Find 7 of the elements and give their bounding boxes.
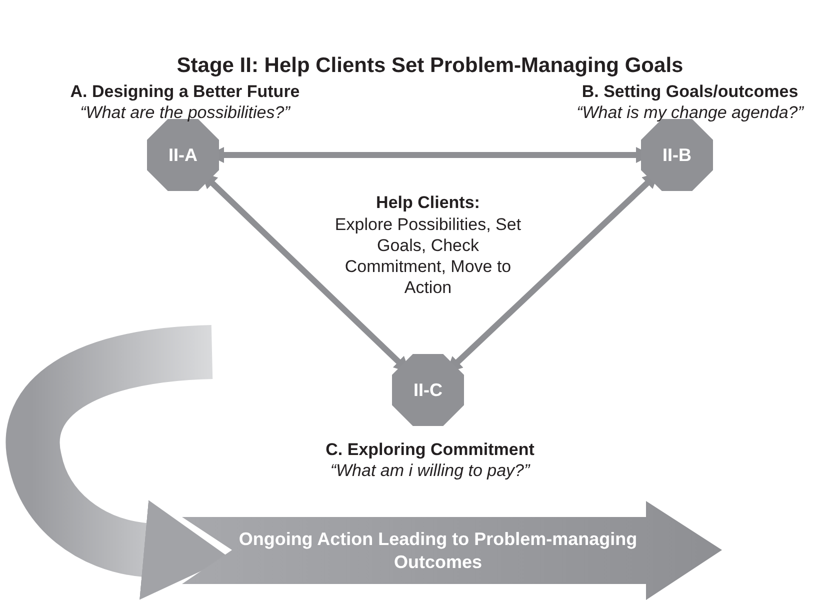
stage-heading: C. Exploring Commitment bbox=[326, 440, 534, 460]
body-text: Explore Possibilities, Set Goals, Check Commitment, Move to Action bbox=[334, 214, 522, 298]
heading-text: Help Clients: bbox=[375, 192, 481, 213]
stage-heading: A. Designing a Better Future bbox=[70, 82, 300, 102]
question-text: “What am i willing to pay?” bbox=[330, 461, 530, 481]
stage-heading: B. Setting Goals/outcomes bbox=[582, 82, 798, 102]
title: Stage II: Help Clients Set Problem-Managing Goals bbox=[176, 54, 684, 78]
